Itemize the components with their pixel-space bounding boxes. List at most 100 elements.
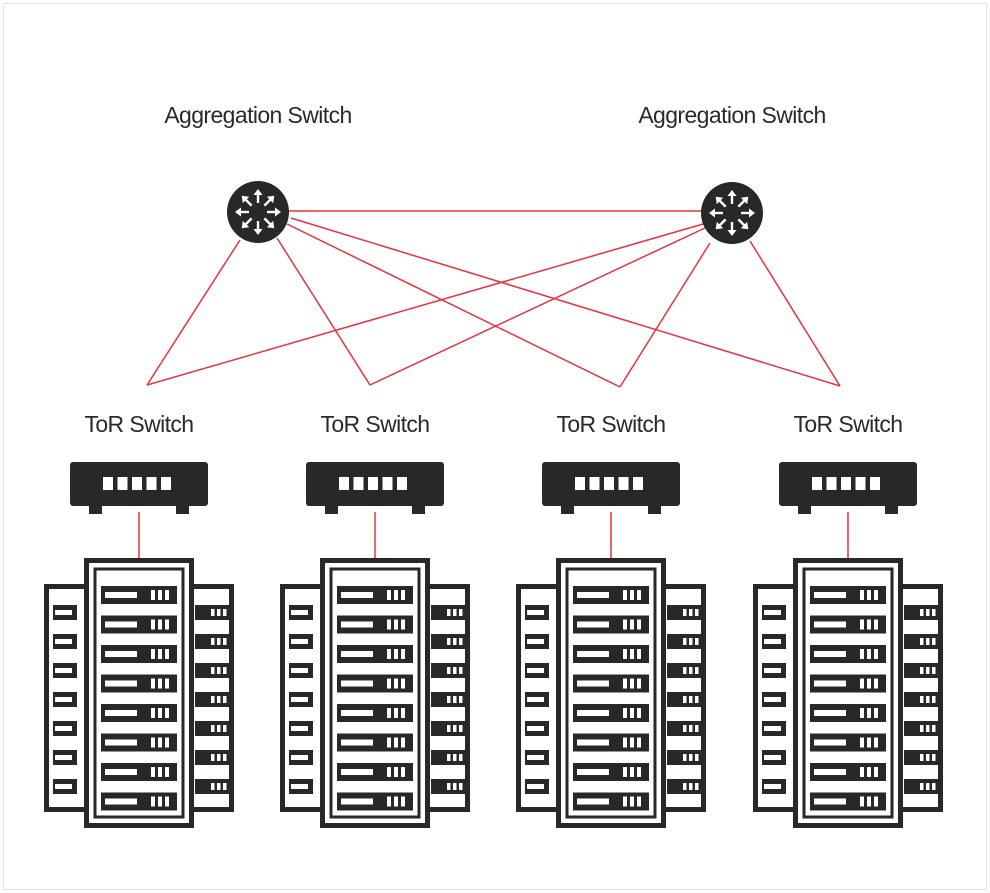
uplink-agg1-tor3 — [286, 223, 621, 388]
server-led — [217, 667, 221, 674]
server-led — [151, 678, 155, 689]
aggregation-layer — [227, 181, 763, 244]
server-led — [695, 754, 699, 761]
server-led — [158, 708, 162, 718]
server-led — [637, 649, 641, 659]
server-led — [165, 649, 169, 659]
server-led — [453, 609, 457, 616]
router-arrow — [741, 208, 755, 218]
server-led — [223, 783, 227, 790]
server-led — [165, 590, 169, 600]
server-led — [217, 754, 221, 761]
server-led — [158, 590, 162, 600]
switch-foot — [648, 505, 661, 514]
switch-port — [353, 477, 364, 490]
server-led — [217, 783, 221, 790]
server-led — [447, 783, 451, 790]
labels: Aggregation Switch Aggregation Switch To… — [84, 102, 903, 437]
server-slot — [764, 784, 781, 789]
server-slot — [577, 739, 609, 746]
switch-foot — [89, 505, 102, 514]
server-led — [165, 767, 169, 777]
switch-port — [812, 477, 822, 490]
server-racks — [44, 558, 943, 828]
server-led — [683, 609, 687, 616]
server-led — [683, 638, 687, 645]
server-led — [630, 767, 634, 777]
server-slot — [341, 592, 373, 598]
server-slot — [577, 621, 609, 628]
server-led — [401, 708, 405, 718]
server-rack-icon — [753, 558, 943, 828]
server-led — [387, 678, 391, 689]
server-led — [217, 696, 221, 703]
server-led — [459, 609, 463, 616]
server-rack-icon — [44, 558, 234, 828]
rack-center — [793, 558, 903, 828]
server-led — [637, 708, 641, 718]
server-led — [630, 678, 634, 689]
router-arrow — [241, 195, 253, 207]
router-arrow — [253, 221, 263, 235]
server-slot — [814, 710, 846, 716]
server-slot — [527, 610, 544, 615]
server-led — [926, 667, 930, 674]
server-led — [874, 649, 878, 659]
server-led — [447, 638, 451, 645]
server-led — [689, 638, 693, 645]
server-led — [394, 708, 398, 718]
router-arrow — [263, 195, 275, 207]
server-led — [683, 783, 687, 790]
server-led — [689, 725, 693, 732]
server-led — [401, 590, 405, 600]
server-led — [874, 708, 878, 718]
server-led — [459, 783, 463, 790]
switch-port — [117, 477, 128, 490]
router-arrow — [727, 190, 737, 204]
tor-switch-label-3: ToR Switch — [556, 411, 665, 437]
server-led — [401, 619, 405, 630]
server-led — [920, 696, 924, 703]
server-led — [211, 783, 215, 790]
server-led — [683, 754, 687, 761]
server-slot — [291, 610, 308, 615]
server-slot — [341, 710, 373, 716]
server-slot — [341, 739, 373, 746]
server-led — [165, 708, 169, 718]
server-slot — [55, 726, 72, 731]
aggregation-switch-label-2: Aggregation Switch — [638, 102, 825, 128]
server-led — [447, 667, 451, 674]
server-slot — [55, 697, 72, 702]
server-slot — [527, 784, 544, 789]
server-led — [387, 737, 391, 748]
server-led — [860, 590, 864, 600]
server-led — [932, 783, 936, 790]
switch-port — [161, 477, 171, 490]
diagram-frame — [3, 3, 987, 890]
server-slot — [105, 798, 137, 805]
server-led — [165, 737, 169, 748]
server-led — [151, 767, 155, 777]
server-led — [867, 796, 871, 807]
router-icon — [227, 181, 289, 243]
server-led — [874, 590, 878, 600]
switch-port — [339, 477, 349, 490]
server-led — [926, 783, 930, 790]
server-led — [695, 783, 699, 790]
switch-port — [103, 477, 113, 490]
server-led — [867, 708, 871, 718]
server-led — [637, 678, 641, 689]
uplink-agg2-tor1 — [146, 221, 711, 386]
router-arrow — [709, 208, 723, 218]
server-led — [217, 725, 221, 732]
server-led — [453, 725, 457, 732]
server-led — [394, 619, 398, 630]
server-led — [158, 678, 162, 689]
server-led — [860, 678, 864, 689]
server-led — [459, 638, 463, 645]
switch-port — [618, 477, 629, 490]
server-slot — [814, 680, 846, 687]
server-led — [394, 649, 398, 659]
server-led — [453, 638, 457, 645]
server-led — [860, 649, 864, 659]
